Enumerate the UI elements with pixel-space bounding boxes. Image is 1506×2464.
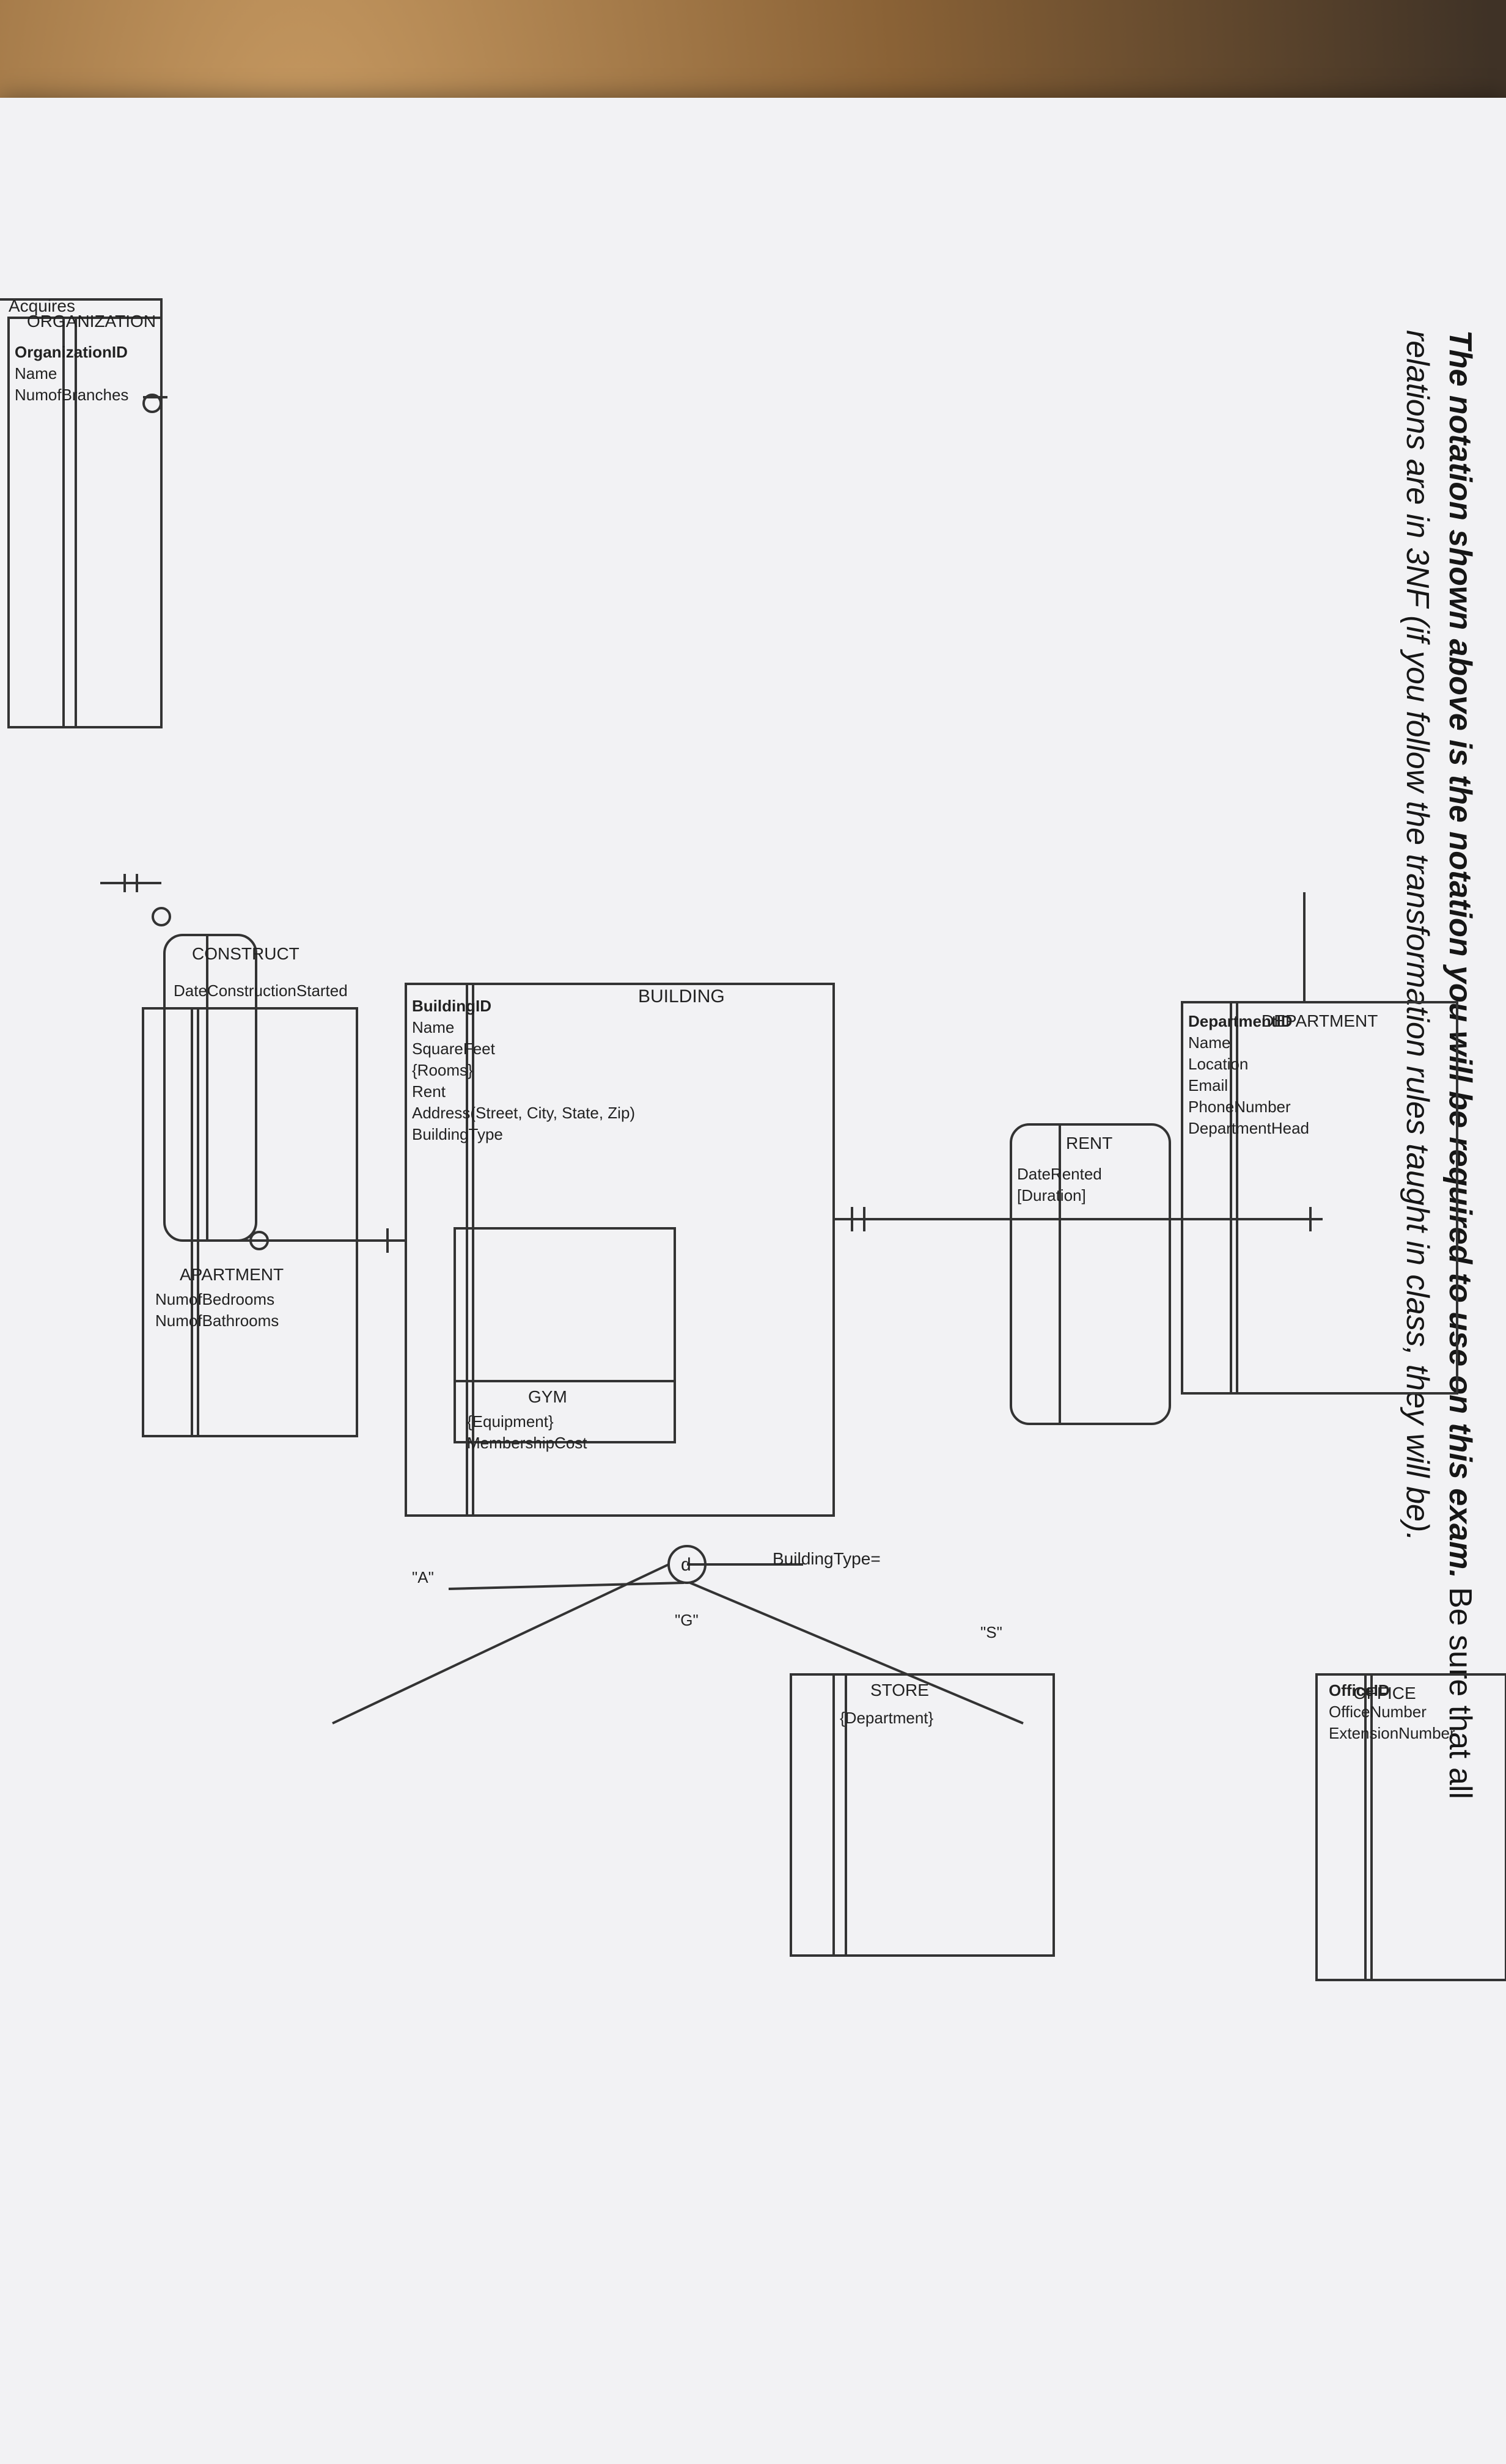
- department-attr-1: DepartmentID: [1188, 1012, 1292, 1030]
- discriminator-label: BuildingType=: [773, 1549, 881, 1568]
- building-attr-2: Name: [412, 1018, 454, 1036]
- department-attr-5: PhoneNumber: [1188, 1098, 1291, 1116]
- organization-attr-2: Name: [15, 364, 57, 383]
- construct-attr-1: DateConstructionStarted: [174, 981, 348, 1000]
- store-attr-1: {Department}: [840, 1709, 934, 1727]
- apartment-attr-2: NumofBathrooms: [155, 1311, 279, 1330]
- disjoint-symbol: d: [681, 1555, 691, 1575]
- building-attr-1: BuildingID: [412, 997, 491, 1015]
- gym-title: GYM: [528, 1387, 567, 1406]
- department-attr-2: Name: [1188, 1033, 1230, 1052]
- rent-title: RENT: [1066, 1134, 1112, 1153]
- department-attr-6: DepartmentHead: [1188, 1119, 1309, 1137]
- organization-attr-3: NumofBranches: [15, 386, 128, 404]
- subtype-label-store: "S": [980, 1623, 1002, 1641]
- organization-title: ORGANIZATION: [27, 312, 156, 331]
- building-attr-5: Rent: [412, 1082, 446, 1101]
- apartment-title: APARTMENT: [180, 1265, 284, 1284]
- building-attr-6: Address(Street, City, State, Zip): [412, 1104, 635, 1122]
- building-attr-7: BuildingType: [412, 1125, 503, 1143]
- gym-attr-2: MembershipCost: [467, 1434, 587, 1452]
- rent-attr-1: DateRented: [1017, 1165, 1102, 1183]
- department-title: DEPARTMENT: [1262, 1011, 1378, 1030]
- store-title: STORE: [870, 1681, 929, 1700]
- gym-attr-1: {Equipment}: [467, 1412, 554, 1431]
- department-attr-3: Location: [1188, 1055, 1248, 1073]
- office-title: OFFICE: [1353, 1684, 1416, 1703]
- organization-attr-1: OrganizationID: [15, 343, 128, 361]
- office-attr-3: ExtensionNumber: [1329, 1724, 1455, 1742]
- subtype-label-apartment: "A": [412, 1568, 434, 1586]
- er-diagram: Acquires ORGANIZATION OrganizationID Nam…: [0, 296, 1506, 1981]
- building-attr-3: SquareFeet: [412, 1040, 496, 1058]
- office-attr-1: OfficeID: [1329, 1681, 1390, 1700]
- building-title: BUILDING: [638, 986, 725, 1007]
- rotated-page-content: The notation shown above is the notation…: [0, 98, 1506, 2464]
- apartment-attr-1: NumofBedrooms: [155, 1290, 274, 1308]
- subtype-label-gym: "G": [675, 1611, 699, 1629]
- acquires-label: Acquires: [9, 296, 75, 315]
- rent-attr-2: [Duration]: [1017, 1186, 1086, 1204]
- building-attr-4: {Rooms}: [412, 1061, 473, 1079]
- construct-title: CONSTRUCT: [192, 944, 299, 963]
- office-attr-2: OfficeNumber: [1329, 1703, 1427, 1721]
- department-attr-4: Email: [1188, 1076, 1228, 1094]
- exam-page: The notation shown above is the notation…: [0, 98, 1506, 2464]
